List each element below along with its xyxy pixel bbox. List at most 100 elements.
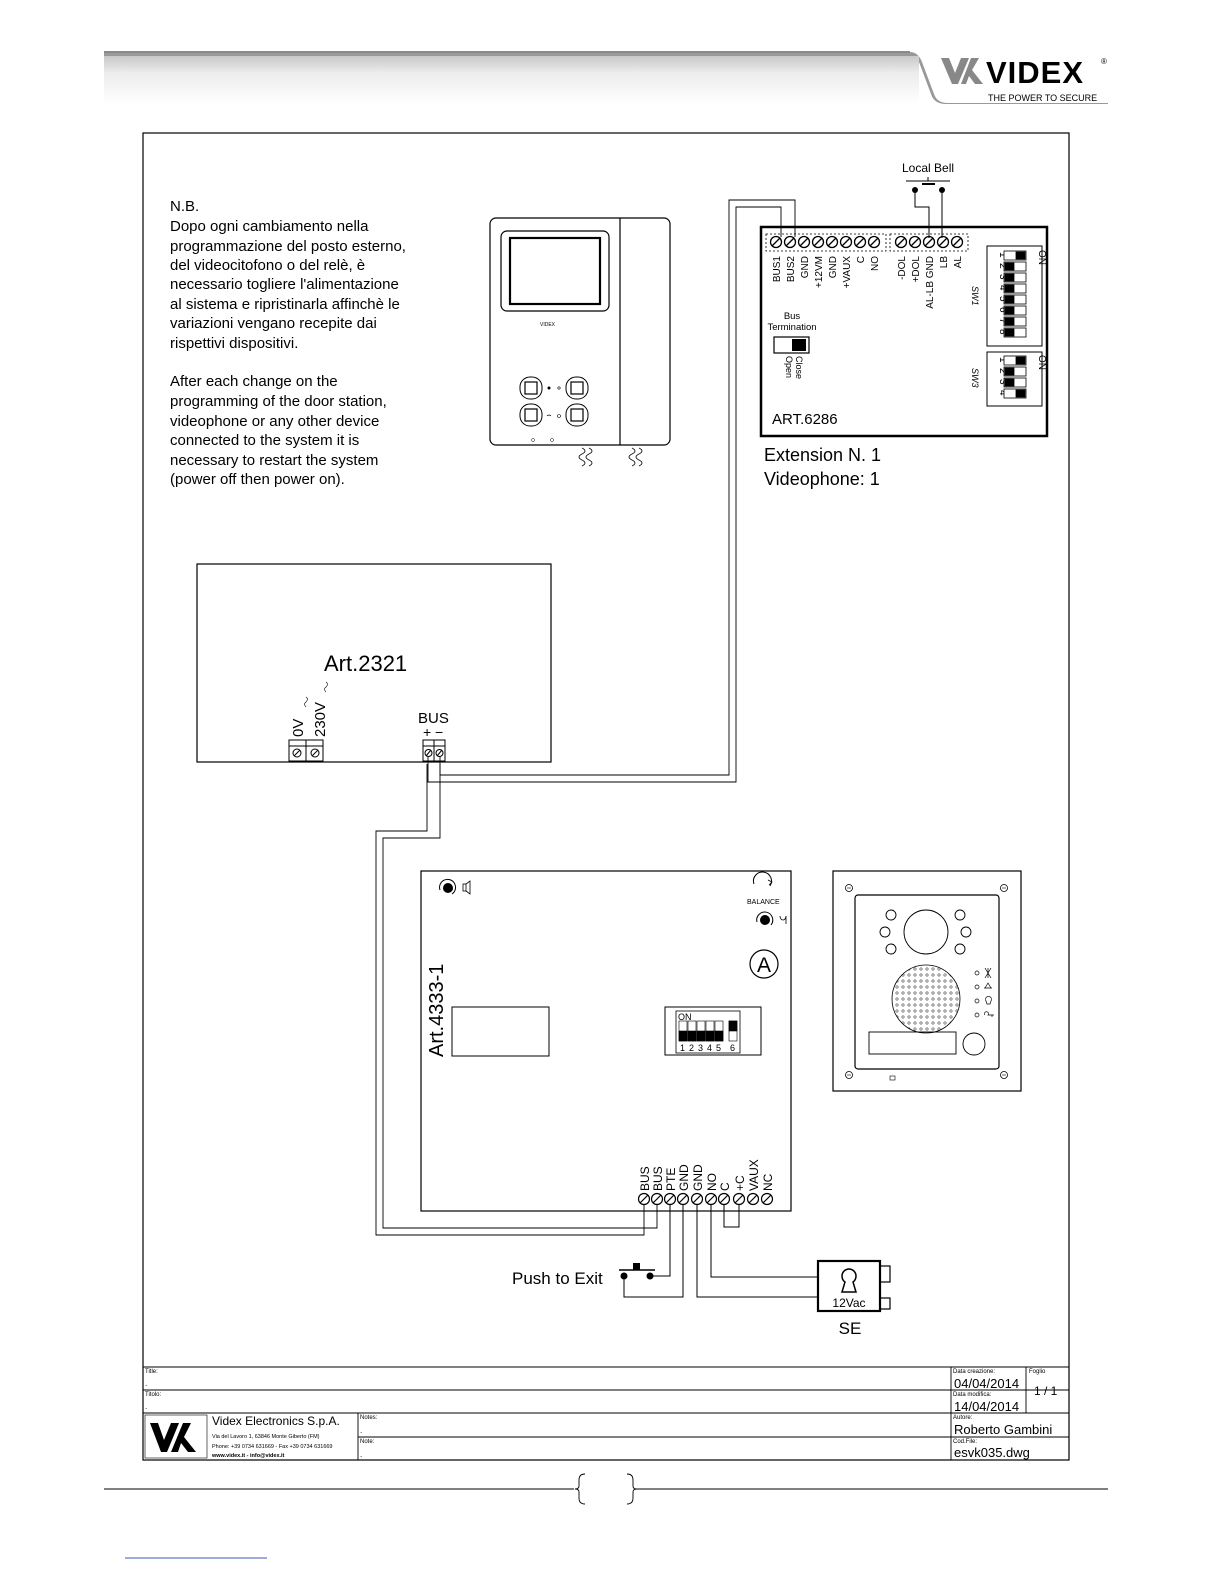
terminal-12vm: +12VM bbox=[814, 256, 825, 288]
videophone-screen bbox=[508, 236, 602, 306]
art6286-label: ART.6286 bbox=[772, 411, 838, 428]
status-leds bbox=[974, 967, 994, 1018]
videophone-count-label: Videophone: 1 bbox=[764, 469, 880, 489]
art6286-sw1: ON 1 2 3 4 5 6 7 8 SW1 bbox=[970, 245, 1047, 347]
note-it-line-4: necessario togliere l'alimentazione bbox=[170, 276, 399, 293]
art4333-chip bbox=[451, 1006, 550, 1057]
art6286-terminal-labels: BUS1 BUS2 GND +12VM GND +VAUX C NO -DOL … bbox=[772, 256, 964, 309]
art6286-box bbox=[759, 225, 1049, 438]
notes-caption: Notes: bbox=[360, 1415, 378, 1421]
balance-control: BALANCE bbox=[747, 871, 780, 906]
art4333-module: BALANCE A Art.4333-1 ON 1 2 bbox=[420, 870, 792, 1212]
bus-plus-label: + bbox=[423, 724, 431, 740]
sw1-number: 6 bbox=[997, 307, 1008, 313]
sw1-number: 5 bbox=[997, 296, 1008, 302]
sw3-number: 2 bbox=[997, 368, 1008, 374]
bus-minus-label: − bbox=[435, 724, 443, 740]
terminal-vaux: VAUX bbox=[747, 1159, 761, 1191]
art2321-label: Art.2321 bbox=[324, 651, 407, 676]
bell-icon bbox=[984, 982, 992, 989]
lock-label: SE bbox=[839, 1319, 862, 1338]
jumper-close-label: Close bbox=[794, 356, 804, 379]
sheet-value: 1 / 1 bbox=[1034, 1384, 1058, 1398]
dip-number: 6 bbox=[730, 1043, 735, 1053]
sw1-frame bbox=[986, 245, 1043, 347]
company-address: Via del Lavoro 1, 63846 Monte Giberto (F… bbox=[212, 1434, 320, 1440]
terminal-vaux: +VAUX bbox=[842, 256, 853, 289]
videx-logo: VIDEX ® THE POWER TO SECURE bbox=[941, 55, 1107, 103]
videophone-body bbox=[489, 217, 671, 446]
art4333-label: Art.4333-1 bbox=[426, 964, 448, 1057]
sw3-number: 4 bbox=[997, 390, 1008, 396]
note-it-line-3: del videocitofono o del relè, è bbox=[170, 257, 365, 274]
sw1-switches bbox=[1003, 250, 1027, 338]
extension-label: Extension N. 1 bbox=[764, 445, 881, 465]
sw1-number: 7 bbox=[997, 318, 1008, 324]
videophone-buttons bbox=[519, 376, 589, 442]
author-value: Roberto Gambini bbox=[954, 1422, 1052, 1437]
note-it-line-2: programmazione del posto esterno, bbox=[170, 238, 406, 255]
terminal-pte: PTE bbox=[664, 1168, 678, 1191]
mains-terminal-block bbox=[288, 739, 324, 762]
electric-lock: 12Vac SE bbox=[816, 1259, 891, 1338]
company-name: Videx Electronics S.p.A. bbox=[212, 1414, 340, 1428]
notes-value: . bbox=[360, 1426, 362, 1435]
page-number-bracket-left bbox=[574, 1473, 586, 1505]
page-footer bbox=[104, 1473, 1108, 1559]
terminal-gnd-2: GND bbox=[828, 256, 839, 278]
terminal-nc: NC bbox=[761, 1173, 775, 1191]
balance-label: BALANCE bbox=[747, 899, 780, 906]
jumper-open-label: Open bbox=[784, 356, 794, 378]
sw1-number: 2 bbox=[997, 263, 1008, 269]
push-to-exit: Push to Exit bbox=[512, 1263, 655, 1288]
videophone-logo: VIDEX bbox=[540, 322, 556, 328]
input-0v-label: 0V bbox=[290, 719, 307, 737]
bus-label: BUS bbox=[418, 710, 449, 727]
videophone-screen-frame bbox=[500, 230, 610, 312]
notes-block: N.B. Dopo ogni cambiamento nella program… bbox=[170, 198, 406, 488]
registered-mark: ® bbox=[1101, 57, 1107, 66]
art2321-box bbox=[196, 563, 552, 763]
dip-number: 1 bbox=[680, 1043, 685, 1053]
bus-termination: Bus Termination Open Close bbox=[767, 311, 816, 379]
dip-number: 4 bbox=[707, 1043, 712, 1053]
sw1-number: 8 bbox=[997, 329, 1008, 335]
input-230v-label: 230V bbox=[312, 702, 329, 737]
note-en-line-6: (power off then power on). bbox=[170, 471, 345, 488]
dip-number: 3 bbox=[698, 1043, 703, 1053]
note-en-line-4: connected to the system it is bbox=[170, 432, 359, 449]
door-panel-frame bbox=[832, 870, 1022, 1092]
terminal-c: C bbox=[856, 256, 867, 263]
drawing-frame bbox=[142, 132, 1070, 1461]
terminal-gnd-1: GND bbox=[800, 256, 811, 278]
note-en-line-2: programming of the door station, bbox=[170, 393, 387, 410]
bus-wires bbox=[375, 199, 796, 1236]
brand-text: VIDEX bbox=[986, 55, 1084, 90]
terminal-plus-c: +C bbox=[733, 1175, 747, 1191]
note-en-line-3: videophone or any other device bbox=[170, 413, 379, 430]
sw3-on-label: ON bbox=[1036, 355, 1047, 370]
created-date: 04/04/2014 bbox=[954, 1376, 1019, 1391]
key-icon bbox=[984, 1011, 994, 1017]
art6286-module: BUS1 BUS2 GND +12VM GND +VAUX C NO -DOL … bbox=[759, 225, 1049, 489]
terminal-al: AL bbox=[953, 256, 964, 269]
sw3-number: 3 bbox=[997, 379, 1008, 385]
art4333-box bbox=[420, 870, 792, 1212]
a-indicator bbox=[749, 949, 779, 979]
dip-number: 2 bbox=[689, 1043, 694, 1053]
bus-termination-label-2: Termination bbox=[767, 322, 816, 333]
title-block: Title: . Titolo: . Data creazione: 04/04… bbox=[143, 1366, 1069, 1460]
terminal-gnd-1: GND bbox=[677, 1164, 691, 1191]
title-value: . bbox=[145, 1379, 147, 1388]
sw1-number: 3 bbox=[997, 274, 1008, 280]
title-caption: Title: bbox=[145, 1369, 158, 1375]
terminal-lb: LB bbox=[939, 256, 950, 269]
created-caption: Data creazione: bbox=[953, 1369, 995, 1375]
bus-terminal-block bbox=[422, 739, 446, 762]
terminal-no: NO bbox=[705, 1173, 719, 1191]
terminal-bus2: BUS2 bbox=[786, 256, 797, 283]
company-logo bbox=[144, 1414, 208, 1459]
sw1-label: SW1 bbox=[970, 286, 980, 306]
art6286-sw3: ON 1 2 3 4 SW3 bbox=[970, 351, 1047, 407]
push-to-exit-label: Push to Exit bbox=[512, 1269, 603, 1288]
